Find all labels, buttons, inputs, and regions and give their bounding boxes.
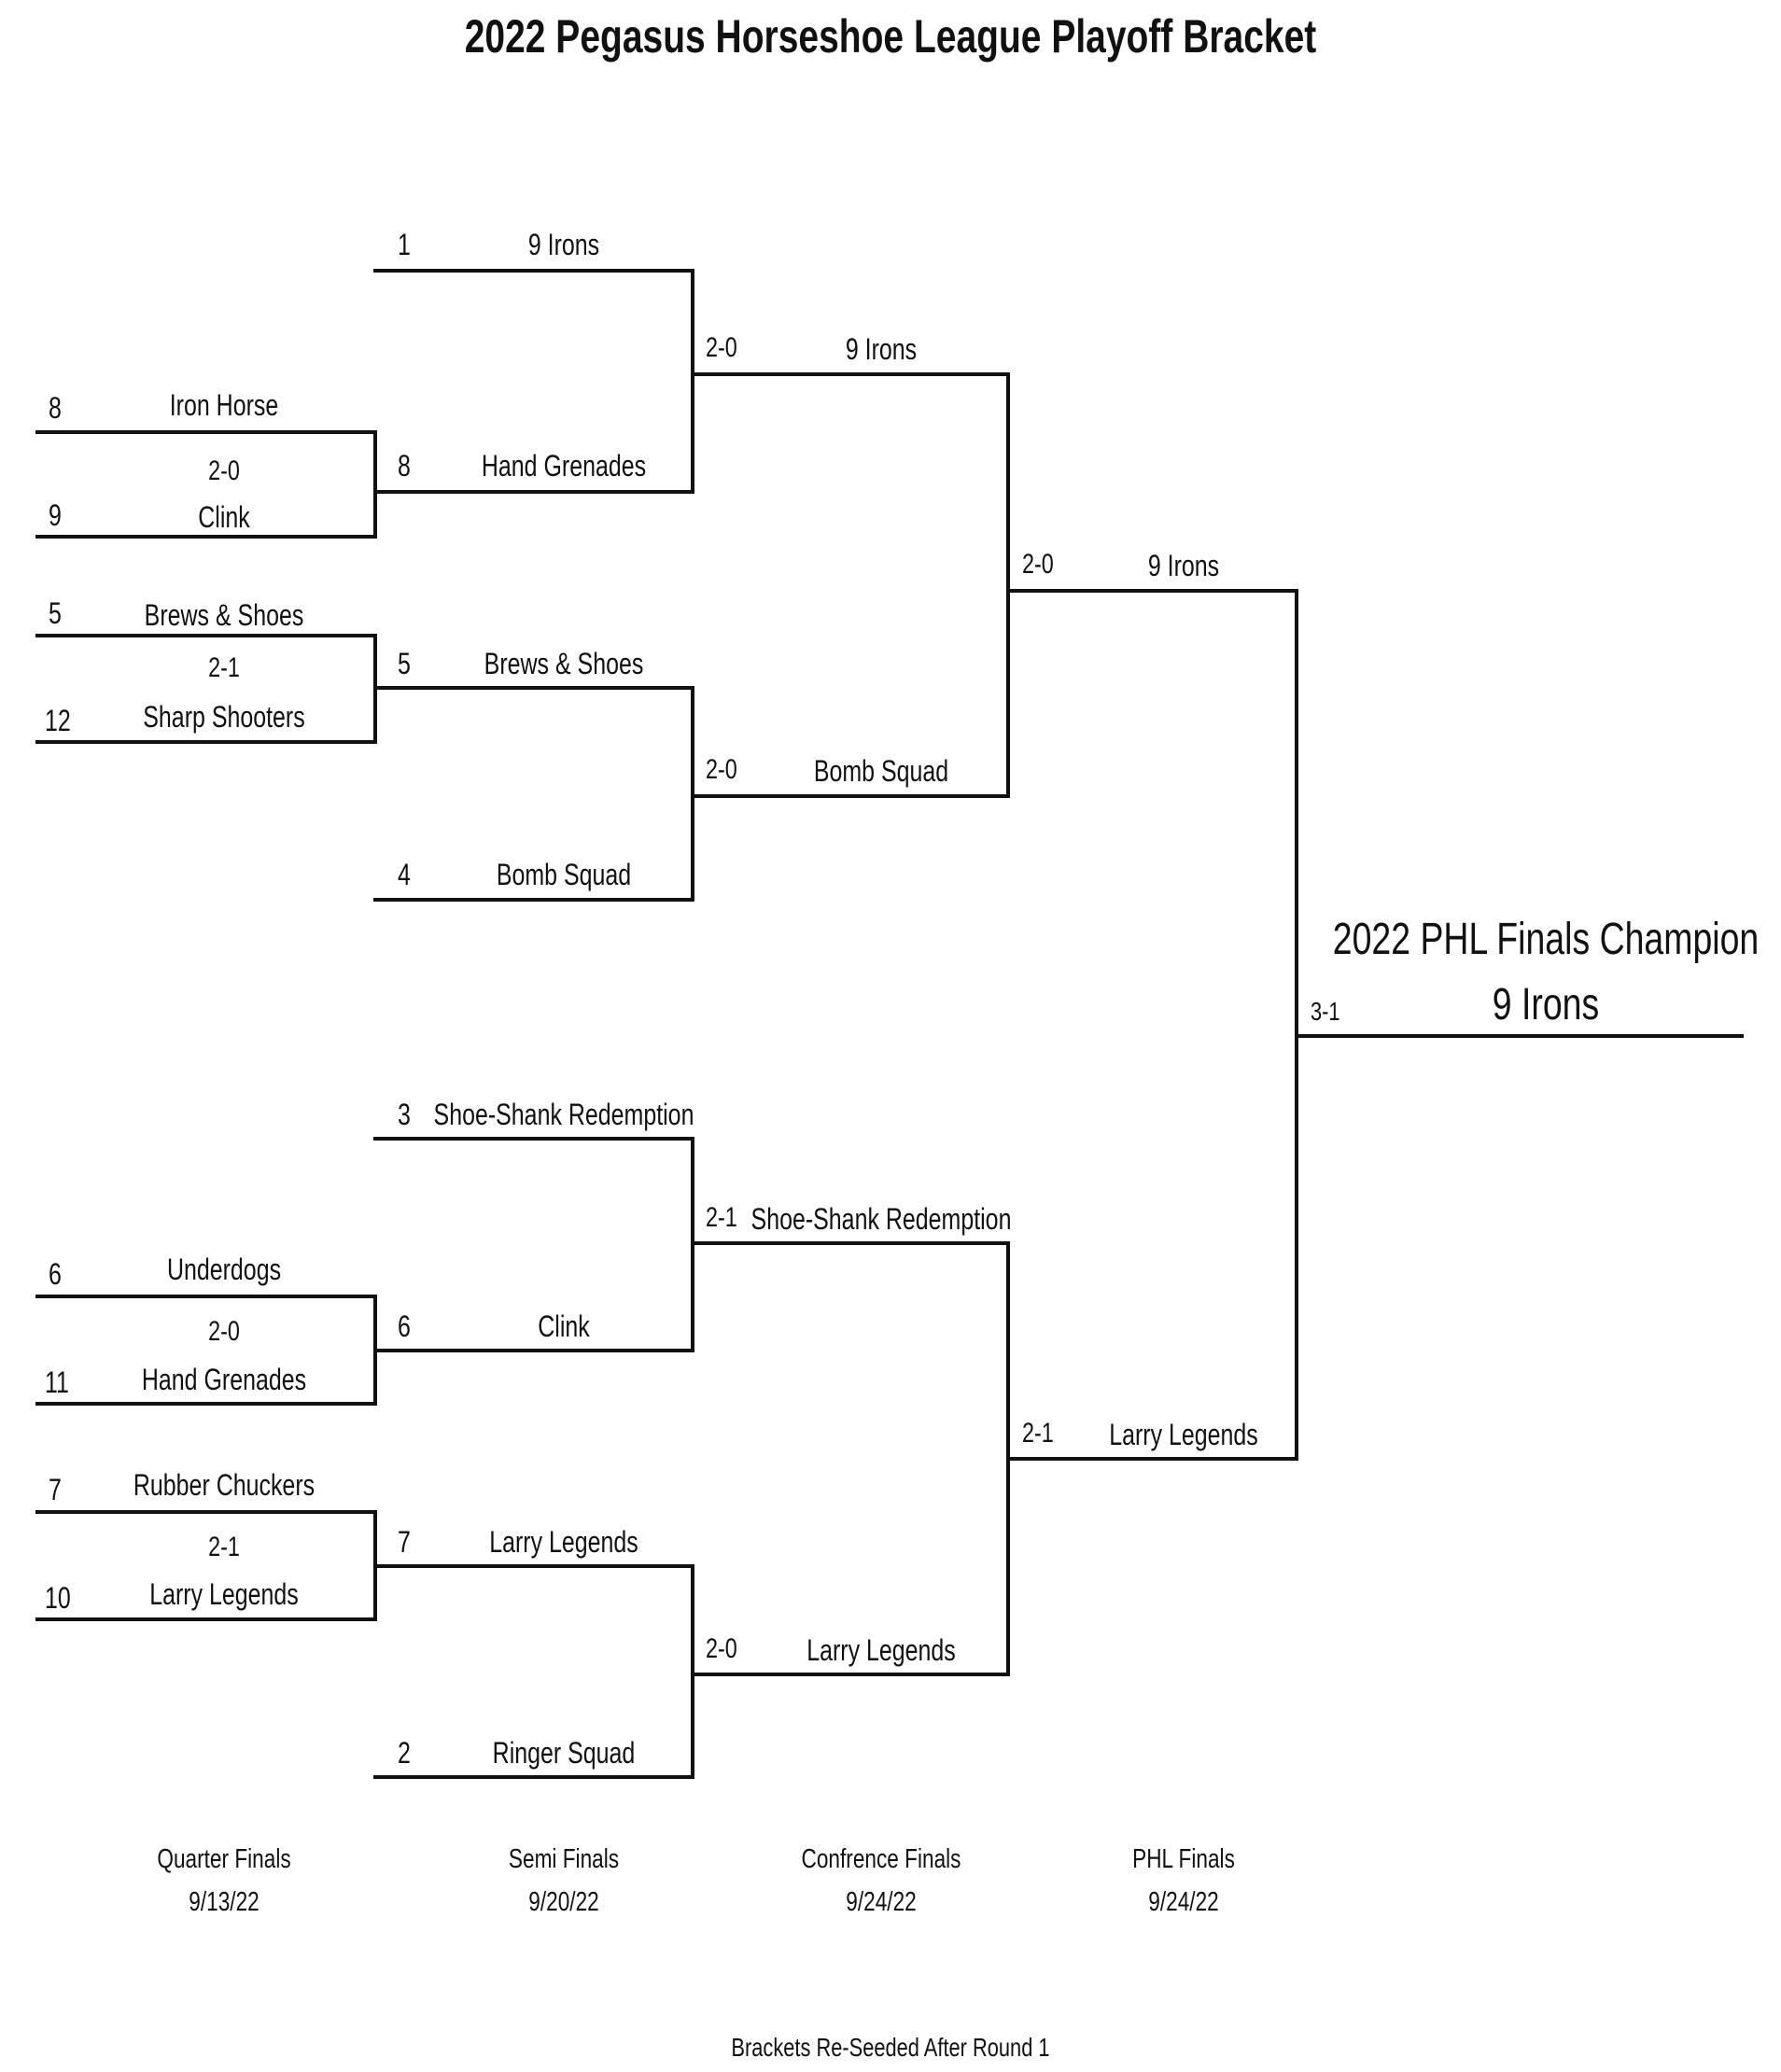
round-date-conference-finals: 9/24/22 xyxy=(846,1887,917,1917)
qf1-score: 2-0 xyxy=(208,455,240,486)
round-label-conference-finals: Confrence Finals xyxy=(801,1844,961,1874)
round-label-quarter-finals: Quarter Finals xyxy=(157,1844,291,1874)
sf4-seed: 4 xyxy=(398,858,411,891)
cf4-team: Larry Legends xyxy=(806,1633,956,1667)
sf8-team: Ringer Squad xyxy=(492,1736,636,1770)
sf4-team: Bomb Squad xyxy=(496,858,632,891)
cf3-team: Shoe-Shank Redemption xyxy=(750,1202,1012,1236)
qf2-top-seed: 5 xyxy=(49,596,62,630)
sf3-seed: 5 xyxy=(398,647,411,680)
qf2-score: 2-1 xyxy=(208,652,240,683)
phl2-team: Larry Legends xyxy=(1109,1418,1258,1451)
sf7-team: Larry Legends xyxy=(489,1525,638,1559)
sf-bracket-2 xyxy=(373,686,694,902)
sf2-seed: 8 xyxy=(398,449,411,483)
qf3-score: 2-0 xyxy=(208,1316,240,1347)
cf1-score: 2-0 xyxy=(706,332,737,363)
qf1-top-team: Iron Horse xyxy=(169,388,279,422)
phl1-team: 9 Irons xyxy=(1147,549,1220,582)
qf3-bottom-seed: 11 xyxy=(45,1365,69,1399)
footer-note: Brackets Re-Seeded After Round 1 xyxy=(731,2033,1050,2062)
sf8-seed: 2 xyxy=(398,1736,411,1770)
round-date-quarter-finals: 9/13/22 xyxy=(189,1887,259,1917)
cf4-score: 2-0 xyxy=(706,1633,737,1664)
sf1-seed: 1 xyxy=(398,228,411,261)
sf-bracket-1 xyxy=(373,269,694,494)
qf2-bottom-seed: 12 xyxy=(45,704,71,737)
sf2-team: Hand Grenades xyxy=(481,449,647,483)
sf1-team: 9 Irons xyxy=(527,228,600,261)
sf5-team: Shoe-Shank Redemption xyxy=(433,1098,694,1131)
phl2-score: 2-1 xyxy=(1022,1418,1054,1449)
qf4-bottom-seed: 10 xyxy=(45,1581,71,1615)
qf1-bottom-team: Clink xyxy=(198,500,250,534)
sf5-seed: 3 xyxy=(398,1098,411,1131)
qf4-top-seed: 7 xyxy=(49,1473,62,1506)
cf2-team: Bomb Squad xyxy=(813,754,949,788)
champion-team: 9 Irons xyxy=(1492,980,1600,1029)
qf1-bottom-seed: 9 xyxy=(49,498,62,532)
sf3-team: Brews & Shoes xyxy=(484,647,644,680)
qf3-bottom-team: Hand Grenades xyxy=(141,1363,307,1396)
cf-bracket-1 xyxy=(691,372,1010,798)
cf3-score: 2-1 xyxy=(706,1202,737,1233)
champion-score: 3-1 xyxy=(1311,997,1340,1026)
champion-label: 2022 PHL Finals Champion xyxy=(1332,915,1760,964)
sf-bracket-3 xyxy=(373,1137,694,1352)
phl1-score: 2-0 xyxy=(1022,549,1054,580)
sf6-team: Clink xyxy=(538,1309,590,1343)
round-date-semi-finals: 9/20/22 xyxy=(528,1887,599,1917)
round-label-semi-finals: Semi Finals xyxy=(508,1844,620,1874)
page-title: 2022 Pegasus Horseshoe League Playoff Br… xyxy=(464,10,1317,63)
qf1-top-seed: 8 xyxy=(49,391,62,425)
qf4-bottom-team: Larry Legends xyxy=(149,1577,299,1611)
sf7-seed: 7 xyxy=(398,1525,411,1559)
cf-bracket-2 xyxy=(691,1241,1010,1676)
cf2-score: 2-0 xyxy=(706,754,737,785)
phl-final-bracket xyxy=(1006,589,1298,1461)
qf3-top-team: Underdogs xyxy=(166,1253,282,1286)
qf2-bottom-team: Sharp Shooters xyxy=(143,700,305,734)
round-label-phl-finals: PHL Finals xyxy=(1132,1844,1235,1874)
qf2-top-team: Brews & Shoes xyxy=(144,598,304,632)
round-date-phl-finals: 9/24/22 xyxy=(1148,1887,1219,1917)
qf4-score: 2-1 xyxy=(208,1532,240,1562)
sf-bracket-4 xyxy=(373,1564,694,1779)
sf6-seed: 6 xyxy=(398,1309,411,1343)
qf4-top-team: Rubber Chuckers xyxy=(133,1468,316,1502)
cf1-team: 9 Irons xyxy=(845,332,918,366)
qf3-top-seed: 6 xyxy=(49,1257,62,1291)
